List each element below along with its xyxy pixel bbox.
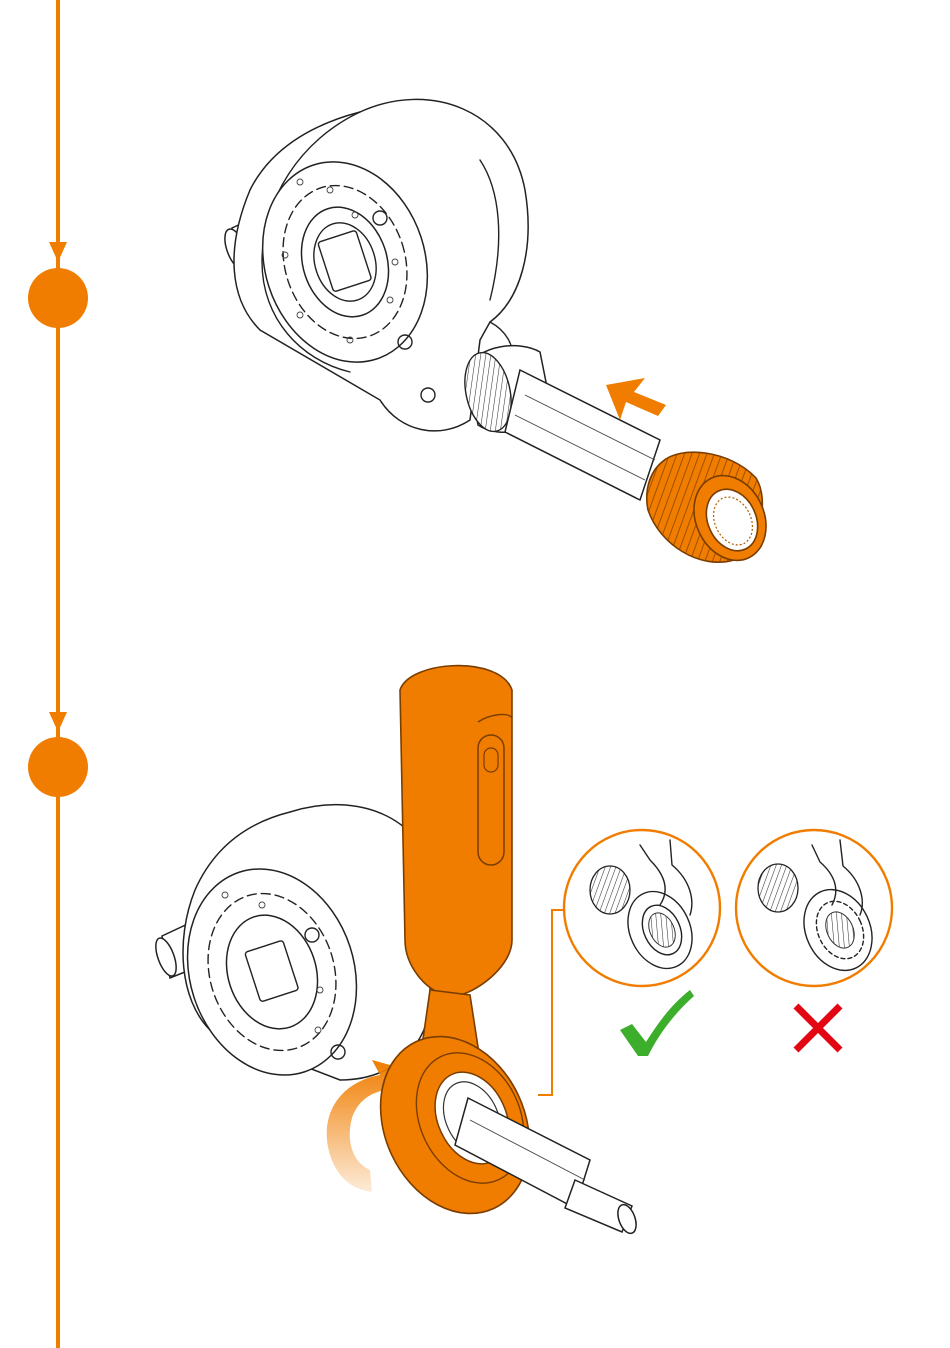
orange-nut bbox=[647, 452, 780, 572]
timeline-arrow-2 bbox=[49, 712, 67, 732]
check-icon bbox=[620, 990, 694, 1056]
step-1-illustration bbox=[220, 99, 779, 572]
callout-correct bbox=[564, 830, 720, 986]
step-marker-1 bbox=[28, 268, 88, 328]
output-shaft bbox=[505, 370, 660, 500]
callout-circle-correct bbox=[564, 830, 720, 986]
callout-incorrect bbox=[736, 830, 892, 986]
timeline-arrow-1 bbox=[49, 242, 67, 262]
timeline bbox=[28, 0, 88, 1348]
step-2-illustration bbox=[152, 666, 892, 1238]
callout-connector bbox=[538, 910, 566, 1095]
step-marker-2 bbox=[28, 737, 88, 797]
push-direction-arrow bbox=[606, 378, 666, 420]
cross-icon bbox=[796, 1006, 840, 1050]
callout-circle-incorrect bbox=[736, 830, 892, 986]
